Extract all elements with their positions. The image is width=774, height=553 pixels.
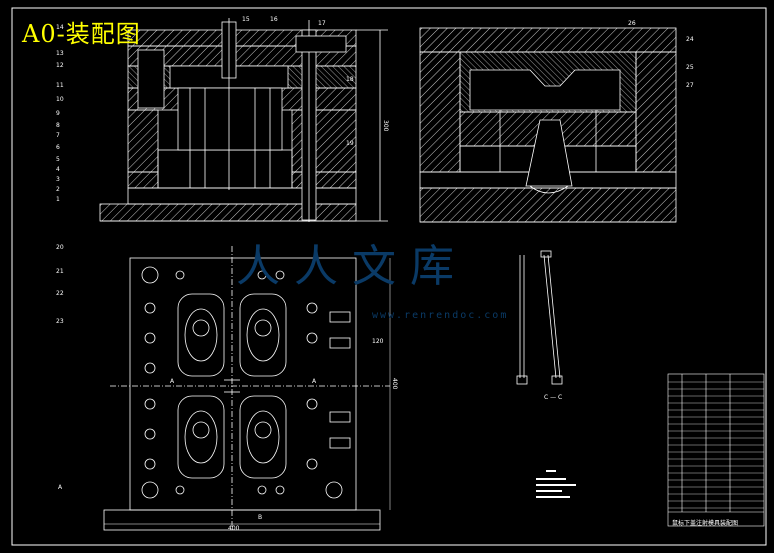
callout-right-27: 27 bbox=[686, 82, 694, 89]
callout-plan-23: 23 bbox=[56, 318, 64, 325]
watermark-text: 人人文库 bbox=[236, 241, 468, 292]
callout-left-5: 5 bbox=[56, 156, 60, 163]
left-section-view bbox=[99, 18, 388, 222]
callout-left-1: 1 bbox=[56, 196, 60, 203]
callout-left-7: 7 bbox=[56, 132, 60, 139]
callout-left-14: 14 bbox=[56, 24, 64, 31]
pin-detail bbox=[516, 250, 563, 385]
callout-left-13: 13 bbox=[56, 50, 64, 57]
dim-total-height: 300 bbox=[382, 120, 389, 132]
plan-view bbox=[103, 246, 390, 531]
dim-plan-height: 400 bbox=[391, 378, 398, 390]
view-label-a1: A bbox=[170, 378, 175, 385]
callout-right-24: 24 bbox=[686, 36, 694, 43]
callout-right-26: 26 bbox=[628, 20, 636, 27]
dim-sub-width: 120 bbox=[372, 338, 384, 345]
callout-left-3: 3 bbox=[56, 176, 60, 183]
watermark-url: www.renrendoc.com bbox=[372, 310, 509, 321]
drawing-title: A0-装配图 bbox=[22, 20, 141, 48]
callout-plan-20: 20 bbox=[56, 244, 64, 251]
view-label-b: B bbox=[258, 514, 263, 521]
callout-left-12: 12 bbox=[56, 62, 64, 69]
callout-left-4: 4 bbox=[56, 166, 60, 173]
tech-requirements bbox=[536, 470, 576, 498]
callout-left-10: 10 bbox=[56, 96, 64, 103]
callout-top-19: 19 bbox=[346, 140, 354, 147]
view-label-left-marker: A bbox=[58, 484, 63, 491]
callout-top-15: 15 bbox=[242, 16, 250, 23]
view-label-a2: A bbox=[312, 378, 317, 385]
title-block-rows bbox=[668, 381, 764, 509]
callout-top-17: 17 bbox=[318, 20, 326, 27]
dimension-lines bbox=[104, 258, 391, 525]
callout-left-2: 2 bbox=[56, 186, 60, 193]
dim-plan-width: 400 bbox=[228, 525, 240, 532]
section-label: C — C bbox=[544, 394, 563, 401]
callout-left-11: 11 bbox=[56, 82, 64, 89]
right-section-view bbox=[419, 27, 677, 223]
callout-plan-22: 22 bbox=[56, 290, 64, 297]
callout-top-16: 16 bbox=[270, 16, 278, 23]
callout-plan-21: 21 bbox=[56, 268, 64, 275]
callout-left-6: 6 bbox=[56, 144, 60, 151]
title-block-caption: 鼠标下盖注射模具装配图 bbox=[672, 520, 739, 527]
callout-left-9: 9 bbox=[56, 110, 60, 117]
callout-top-18: 18 bbox=[346, 76, 354, 83]
callout-right-25: 25 bbox=[686, 64, 694, 71]
title-block bbox=[667, 373, 765, 527]
callout-left-8: 8 bbox=[56, 122, 60, 129]
drawing-border bbox=[11, 7, 767, 546]
